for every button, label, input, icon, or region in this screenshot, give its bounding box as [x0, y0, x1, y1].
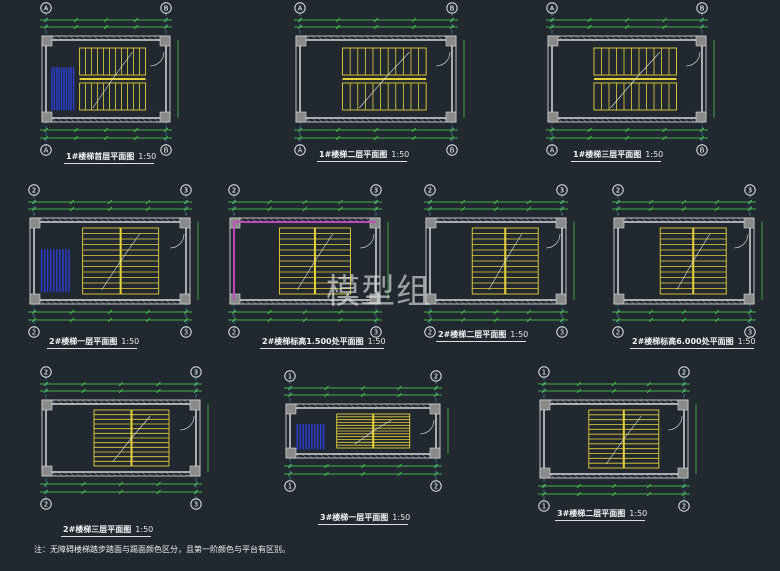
drawing-scale: 1:50 [737, 337, 756, 346]
plan-s2-first: 2 3 2 3 [28, 184, 199, 338]
axis-bubble-label: 2 [682, 503, 686, 511]
drawing-note: 注：无障碍楼梯踏步踏面与踢面颜色区分，且第一阶颜色与平台有区别。 [34, 545, 290, 554]
drawing-scale: 1:50 [629, 509, 648, 518]
axis-bubble-label: 3 [374, 329, 378, 337]
axis-bubble-label: 3 [748, 187, 752, 195]
plan-s2-third: 2 3 2 3 [40, 366, 209, 510]
plan-s2-second: 2 3 2 3 [424, 184, 575, 338]
axis-bubble-label: A [550, 5, 555, 13]
plan-s1-second: A B A B [294, 2, 465, 156]
drawing-scale: 1:50 [391, 150, 410, 159]
watermark: 模型组 [326, 272, 431, 312]
axis-bubble-label: 3 [748, 329, 752, 337]
title-underline [555, 520, 646, 521]
axis-bubble-label: 2 [616, 329, 620, 337]
axis-bubble-label: 3 [184, 329, 188, 337]
axis-bubble-label: 1 [542, 503, 546, 511]
drawing-title-text: 2#楼梯三层平面图 [63, 525, 132, 534]
drawing-title-text: 1#楼梯首层平面图 [66, 152, 135, 161]
plan-s3-second: 1 2 1 2 [538, 366, 697, 512]
drawing-title-text: 3#楼梯一层平面图 [320, 513, 389, 522]
drawing-scale: 1:50 [121, 337, 140, 346]
axis-bubble-label: B [700, 5, 705, 13]
axis-bubble-label: A [550, 147, 555, 155]
drawing-title-text: 1#楼梯二层平面图 [319, 150, 388, 159]
axis-bubble-label: B [164, 5, 169, 13]
axis-bubble-label: B [164, 147, 169, 155]
plan-s1-third: A B A B [546, 2, 715, 156]
axis-bubble-label: 3 [194, 501, 198, 509]
drawing-scale: 1:50 [392, 513, 411, 522]
axis-bubble-label: A [298, 147, 303, 155]
title-underline [64, 163, 155, 164]
title-underline [260, 348, 384, 349]
axis-bubble-label: A [44, 147, 49, 155]
axis-bubble-label: 2 [232, 329, 236, 337]
drawing-scale: 1:50 [367, 337, 386, 346]
axis-bubble-label: 3 [560, 187, 564, 195]
axis-bubble-label: 1 [542, 369, 546, 377]
drawing-title-text: 1#楼梯三层平面图 [573, 150, 642, 159]
axis-bubble-label: 1 [288, 483, 292, 491]
plan-s3-first: 1 2 1 2 [284, 370, 449, 492]
title-underline [630, 348, 754, 349]
title-underline [61, 536, 152, 537]
title-underline [318, 524, 409, 525]
axis-bubble-label: 2 [32, 187, 36, 195]
plan-s2-1500: 2 3 2 3 [228, 184, 389, 338]
drawing-title-text: 2#楼梯一层平面图 [49, 337, 118, 346]
axis-bubble-label: 2 [428, 329, 432, 337]
drawing-scale: 1:50 [645, 150, 664, 159]
axis-bubble-label: 2 [428, 187, 432, 195]
drawing-scale: 1:50 [510, 330, 529, 339]
drawing-title-text: 2#楼梯二层平面图 [438, 330, 507, 339]
drawing-title-text: 2#楼梯标高1.500处平面图 [262, 337, 364, 346]
axis-bubble-label: A [298, 5, 303, 13]
title-underline [571, 161, 662, 162]
axis-bubble-label: 3 [374, 187, 378, 195]
title-underline [436, 341, 527, 342]
title-underline [47, 348, 138, 349]
plan-s1-ground: A B A B [40, 2, 179, 156]
axis-bubble-label: 3 [560, 329, 564, 337]
axis-bubble-label: 2 [434, 483, 438, 491]
axis-bubble-label: 3 [184, 187, 188, 195]
axis-bubble-label: 2 [32, 329, 36, 337]
axis-bubble-label: 3 [194, 369, 198, 377]
axis-bubble-label: 1 [288, 373, 292, 381]
axis-bubble-label: A [44, 5, 49, 13]
axis-bubble-label: B [700, 147, 705, 155]
axis-bubble-label: 2 [682, 369, 686, 377]
drawing-scale: 1:50 [138, 152, 157, 161]
drawing-title-text: 2#楼梯标高6.000处平面图 [632, 337, 734, 346]
title-underline [317, 161, 408, 162]
drawing-scale: 1:50 [135, 525, 154, 534]
axis-bubble-label: 2 [616, 187, 620, 195]
axis-bubble-label: 2 [44, 369, 48, 377]
axis-bubble-label: 2 [434, 373, 438, 381]
axis-bubble-label: 2 [232, 187, 236, 195]
drawing-title-text: 3#楼梯二层平面图 [557, 509, 626, 518]
axis-bubble-label: B [450, 5, 455, 13]
plan-s2-6000: 2 3 2 3 [612, 184, 763, 338]
axis-bubble-label: B [450, 147, 455, 155]
axis-bubble-label: 2 [44, 501, 48, 509]
